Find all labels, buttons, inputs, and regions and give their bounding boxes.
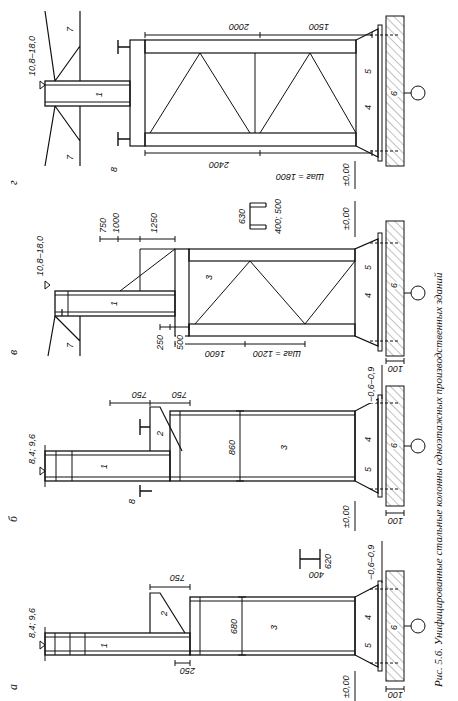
dimension-label: 750 — [131, 390, 148, 399]
level-mark: ±0,00 — [342, 163, 351, 187]
callout-number: 4 — [364, 436, 373, 443]
callout-number: 4 — [364, 104, 373, 111]
callout-number: 1 — [100, 642, 109, 649]
callout-number: 1 — [110, 300, 119, 307]
level-mark: ±0,00 — [342, 675, 351, 699]
elevation-mark: 10,8–18,0 — [28, 35, 37, 77]
callout-number: 4 — [364, 292, 373, 299]
level-mark: ±0,00 — [342, 505, 351, 529]
dimension-label: 1500 — [308, 22, 330, 31]
dimension-label: 100 — [387, 364, 404, 373]
dimension-label: 250 — [156, 334, 165, 351]
dimension-label: 500 — [176, 334, 185, 351]
callout-number: 5 — [364, 68, 373, 75]
callout-number: 7 — [66, 154, 75, 161]
figure-caption: Рис. 5.6. Унифицированные стальные колон… — [432, 272, 444, 687]
dimension-label: 750 — [171, 390, 188, 399]
callout-number: 8 — [110, 166, 119, 173]
callout-number: 3 — [205, 274, 214, 281]
dimension-label: 1600 — [204, 349, 226, 358]
dimension-label: 2400 — [208, 160, 230, 169]
callout-number: 1 — [100, 463, 109, 470]
column-c — [45, 201, 425, 364]
dimension-label: Шаг = 1800 — [275, 172, 325, 181]
callout-number: 7 — [66, 26, 75, 33]
callout-number: 6 — [390, 624, 399, 631]
dimension-label: 100 — [387, 690, 404, 699]
dimension-label: 2000 — [228, 22, 250, 31]
dimension-label: 750 — [99, 217, 108, 234]
callout-number: 4 — [364, 614, 373, 621]
callout-number: 2 — [160, 610, 169, 617]
level-mark: −0,6–0,9 — [367, 366, 376, 403]
dimension-label: 100 — [387, 516, 404, 525]
callout-number: 6 — [390, 282, 399, 289]
dimension-label: 1000 — [112, 212, 121, 234]
callout-number: 3 — [280, 444, 289, 451]
panel-letter: г — [6, 179, 21, 186]
panel-letter: а — [6, 683, 21, 691]
panel-letter: б — [6, 515, 21, 523]
callout-number: 3 — [270, 624, 279, 631]
callout-number: 6 — [390, 442, 399, 449]
elevation-mark: 8,4; 9,6 — [28, 433, 37, 465]
callout-number: 5 — [364, 466, 373, 473]
dimension-label: 400; 500 — [274, 198, 283, 235]
level-mark: −0,6–0,9 — [367, 544, 376, 581]
dimension-label: 620 — [324, 553, 333, 570]
panel-letter: в — [6, 349, 21, 356]
callout-number: 5 — [364, 642, 373, 649]
dimension-label: 680 — [230, 618, 239, 635]
level-mark: ±0,00 — [342, 207, 351, 231]
dimension-label: Шаг = 1200 — [252, 349, 302, 358]
dimension-label: 250 — [179, 666, 196, 675]
column-a — [40, 541, 425, 701]
elevation-mark: 8,4; 9,6 — [28, 607, 37, 639]
column-b — [40, 365, 425, 531]
dimension-label: 1250 — [150, 212, 159, 234]
callout-number: 1 — [95, 91, 104, 98]
dimension-label: 630 — [238, 208, 247, 225]
dimension-label: 750 — [169, 573, 186, 582]
callout-number: 6 — [390, 90, 399, 97]
callout-number: 5 — [364, 264, 373, 271]
callout-number: 7 — [66, 342, 75, 349]
column-d — [40, 11, 425, 189]
dimension-label: 860 — [228, 439, 237, 456]
callout-number: 8 — [128, 498, 137, 505]
elevation-mark: 10,8–18,0 — [36, 235, 45, 277]
dimension-label: 400 — [308, 570, 325, 579]
callout-number: 2 — [156, 430, 165, 437]
